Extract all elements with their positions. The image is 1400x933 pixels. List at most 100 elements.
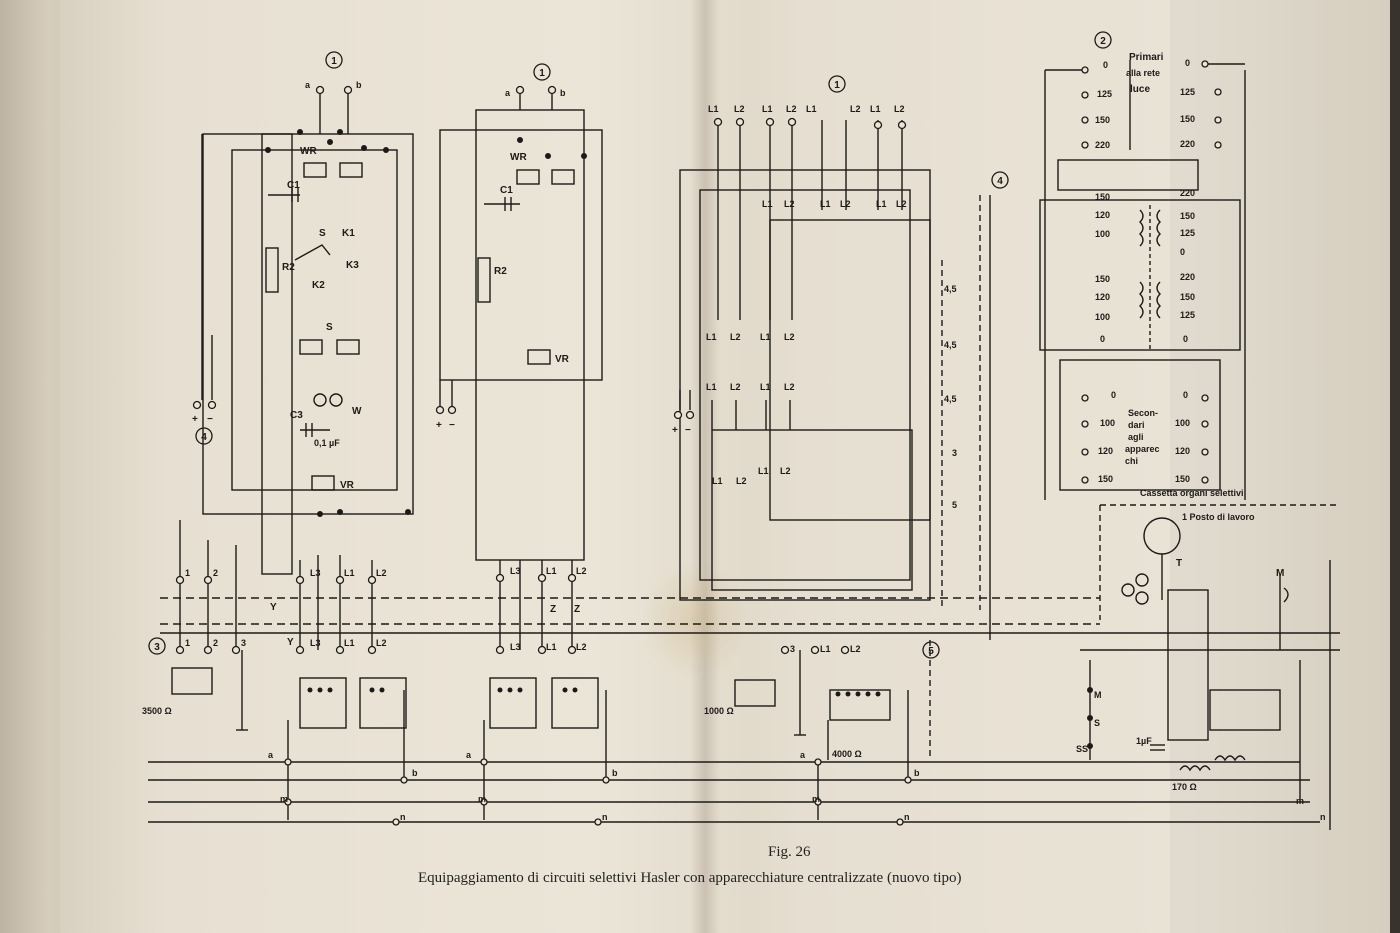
svg-text:125: 125 <box>1180 310 1195 320</box>
svg-text:luce: luce <box>1130 84 1150 95</box>
svg-text:4,5: 4,5 <box>944 284 957 294</box>
svg-text:L1: L1 <box>546 566 557 576</box>
marker-1c: 1 <box>828 75 846 93</box>
svg-text:L2: L2 <box>376 568 387 578</box>
svg-text:100: 100 <box>1095 312 1110 322</box>
svg-text:1: 1 <box>185 568 190 578</box>
svg-text:L1: L1 <box>706 382 717 392</box>
svg-text:0: 0 <box>1111 390 1116 400</box>
svg-text:4,5: 4,5 <box>944 340 957 350</box>
svg-text:0: 0 <box>1183 390 1188 400</box>
svg-text:L2: L2 <box>784 382 795 392</box>
svg-text:2: 2 <box>1100 36 1106 47</box>
svg-text:C1: C1 <box>287 180 300 191</box>
transformer-labels: Primari alla rete luce 0 125 150 220 0 1… <box>1076 52 1284 792</box>
svg-text:125: 125 <box>1180 228 1195 238</box>
svg-text:+: + <box>672 425 678 436</box>
svg-text:apparec: apparec <box>1125 444 1160 454</box>
svg-text:Cassetta organi selettivi: Cassetta organi selettivi <box>1140 488 1244 498</box>
svg-text:dari: dari <box>1128 420 1145 430</box>
svg-text:0: 0 <box>1100 334 1105 344</box>
figure-number: Fig. 26 <box>768 844 811 860</box>
svg-text:W: W <box>352 406 362 417</box>
svg-text:n: n <box>602 812 608 822</box>
marker-4c: 4 <box>446 434 452 445</box>
svg-text:m: m <box>280 794 288 804</box>
svg-text:WR: WR <box>510 152 527 163</box>
svg-text:0,1 µF: 0,1 µF <box>314 438 340 448</box>
svg-text:5: 5 <box>952 500 957 510</box>
svg-text:M: M <box>1276 568 1284 579</box>
svg-text:L3: L3 <box>310 568 321 578</box>
svg-text:agli: agli <box>1128 432 1144 442</box>
svg-text:Y: Y <box>270 602 277 613</box>
svg-text:150: 150 <box>1095 192 1110 202</box>
svg-text:L2: L2 <box>784 332 795 342</box>
svg-text:n: n <box>400 812 406 822</box>
svg-text:chi: chi <box>1125 456 1138 466</box>
svg-text:K1: K1 <box>342 228 355 239</box>
svg-text:3: 3 <box>154 642 160 653</box>
component-labels: a b a b WR WR C1 C1 R2 R2 S K1 K2 K3 S W… <box>142 80 1326 822</box>
marker-3: 3 <box>148 637 166 655</box>
svg-text:1: 1 <box>539 68 545 79</box>
svg-text:K3: K3 <box>346 260 359 271</box>
svg-text:S: S <box>326 322 333 333</box>
svg-text:−: − <box>449 420 455 431</box>
svg-text:b: b <box>612 768 618 778</box>
svg-text:L1: L1 <box>870 104 881 114</box>
svg-text:120: 120 <box>1095 210 1110 220</box>
svg-text:0: 0 <box>1185 58 1190 68</box>
svg-text:100: 100 <box>1095 229 1110 239</box>
svg-text:Z: Z <box>574 604 580 615</box>
svg-text:L1: L1 <box>806 104 817 114</box>
svg-text:L1: L1 <box>712 476 723 486</box>
svg-text:VR: VR <box>340 480 355 491</box>
svg-text:1: 1 <box>834 80 840 91</box>
svg-text:2: 2 <box>213 568 218 578</box>
svg-text:100: 100 <box>1100 418 1115 428</box>
svg-text:3: 3 <box>241 638 246 648</box>
svg-text:L2: L2 <box>730 382 741 392</box>
svg-text:1000 Ω: 1000 Ω <box>704 706 734 716</box>
svg-text:a: a <box>305 80 311 90</box>
marker-4a: 4 <box>991 171 1009 189</box>
svg-text:Primari: Primari <box>1129 52 1164 63</box>
svg-text:L2: L2 <box>894 104 905 114</box>
svg-text:150: 150 <box>1180 211 1195 221</box>
wiring <box>148 60 1340 830</box>
svg-text:4,5: 4,5 <box>944 394 957 404</box>
svg-text:n: n <box>904 812 910 822</box>
svg-text:C1: C1 <box>500 185 513 196</box>
svg-text:+: + <box>436 420 442 431</box>
svg-text:a: a <box>268 750 274 760</box>
svg-text:T: T <box>1176 558 1182 569</box>
svg-text:L1: L1 <box>758 466 769 476</box>
svg-text:0: 0 <box>1180 247 1185 257</box>
svg-text:m: m <box>812 794 820 804</box>
svg-text:1: 1 <box>331 56 337 67</box>
svg-text:L2: L2 <box>576 642 587 652</box>
marker-1a: 1 <box>325 51 343 69</box>
svg-text:alla rete: alla rete <box>1126 68 1160 78</box>
svg-text:L2: L2 <box>734 104 745 114</box>
svg-text:n: n <box>1320 812 1326 822</box>
svg-text:S: S <box>1094 718 1100 728</box>
svg-text:150: 150 <box>1095 115 1110 125</box>
svg-text:L2: L2 <box>730 332 741 342</box>
svg-text:b: b <box>914 768 920 778</box>
svg-text:a: a <box>466 750 472 760</box>
svg-text:L1: L1 <box>820 644 831 654</box>
svg-text:125: 125 <box>1097 89 1112 99</box>
svg-text:220: 220 <box>1180 188 1195 198</box>
svg-text:L2: L2 <box>576 566 587 576</box>
svg-text:R2: R2 <box>494 266 507 277</box>
svg-text:L1: L1 <box>762 199 773 209</box>
svg-text:VR: VR <box>555 354 570 365</box>
svg-text:C3: C3 <box>290 410 303 421</box>
marker-5: 5 <box>922 641 940 659</box>
svg-text:1 Posto di lavoro: 1 Posto di lavoro <box>1182 512 1255 522</box>
svg-text:120: 120 <box>1098 446 1113 456</box>
svg-text:125: 125 <box>1180 87 1195 97</box>
